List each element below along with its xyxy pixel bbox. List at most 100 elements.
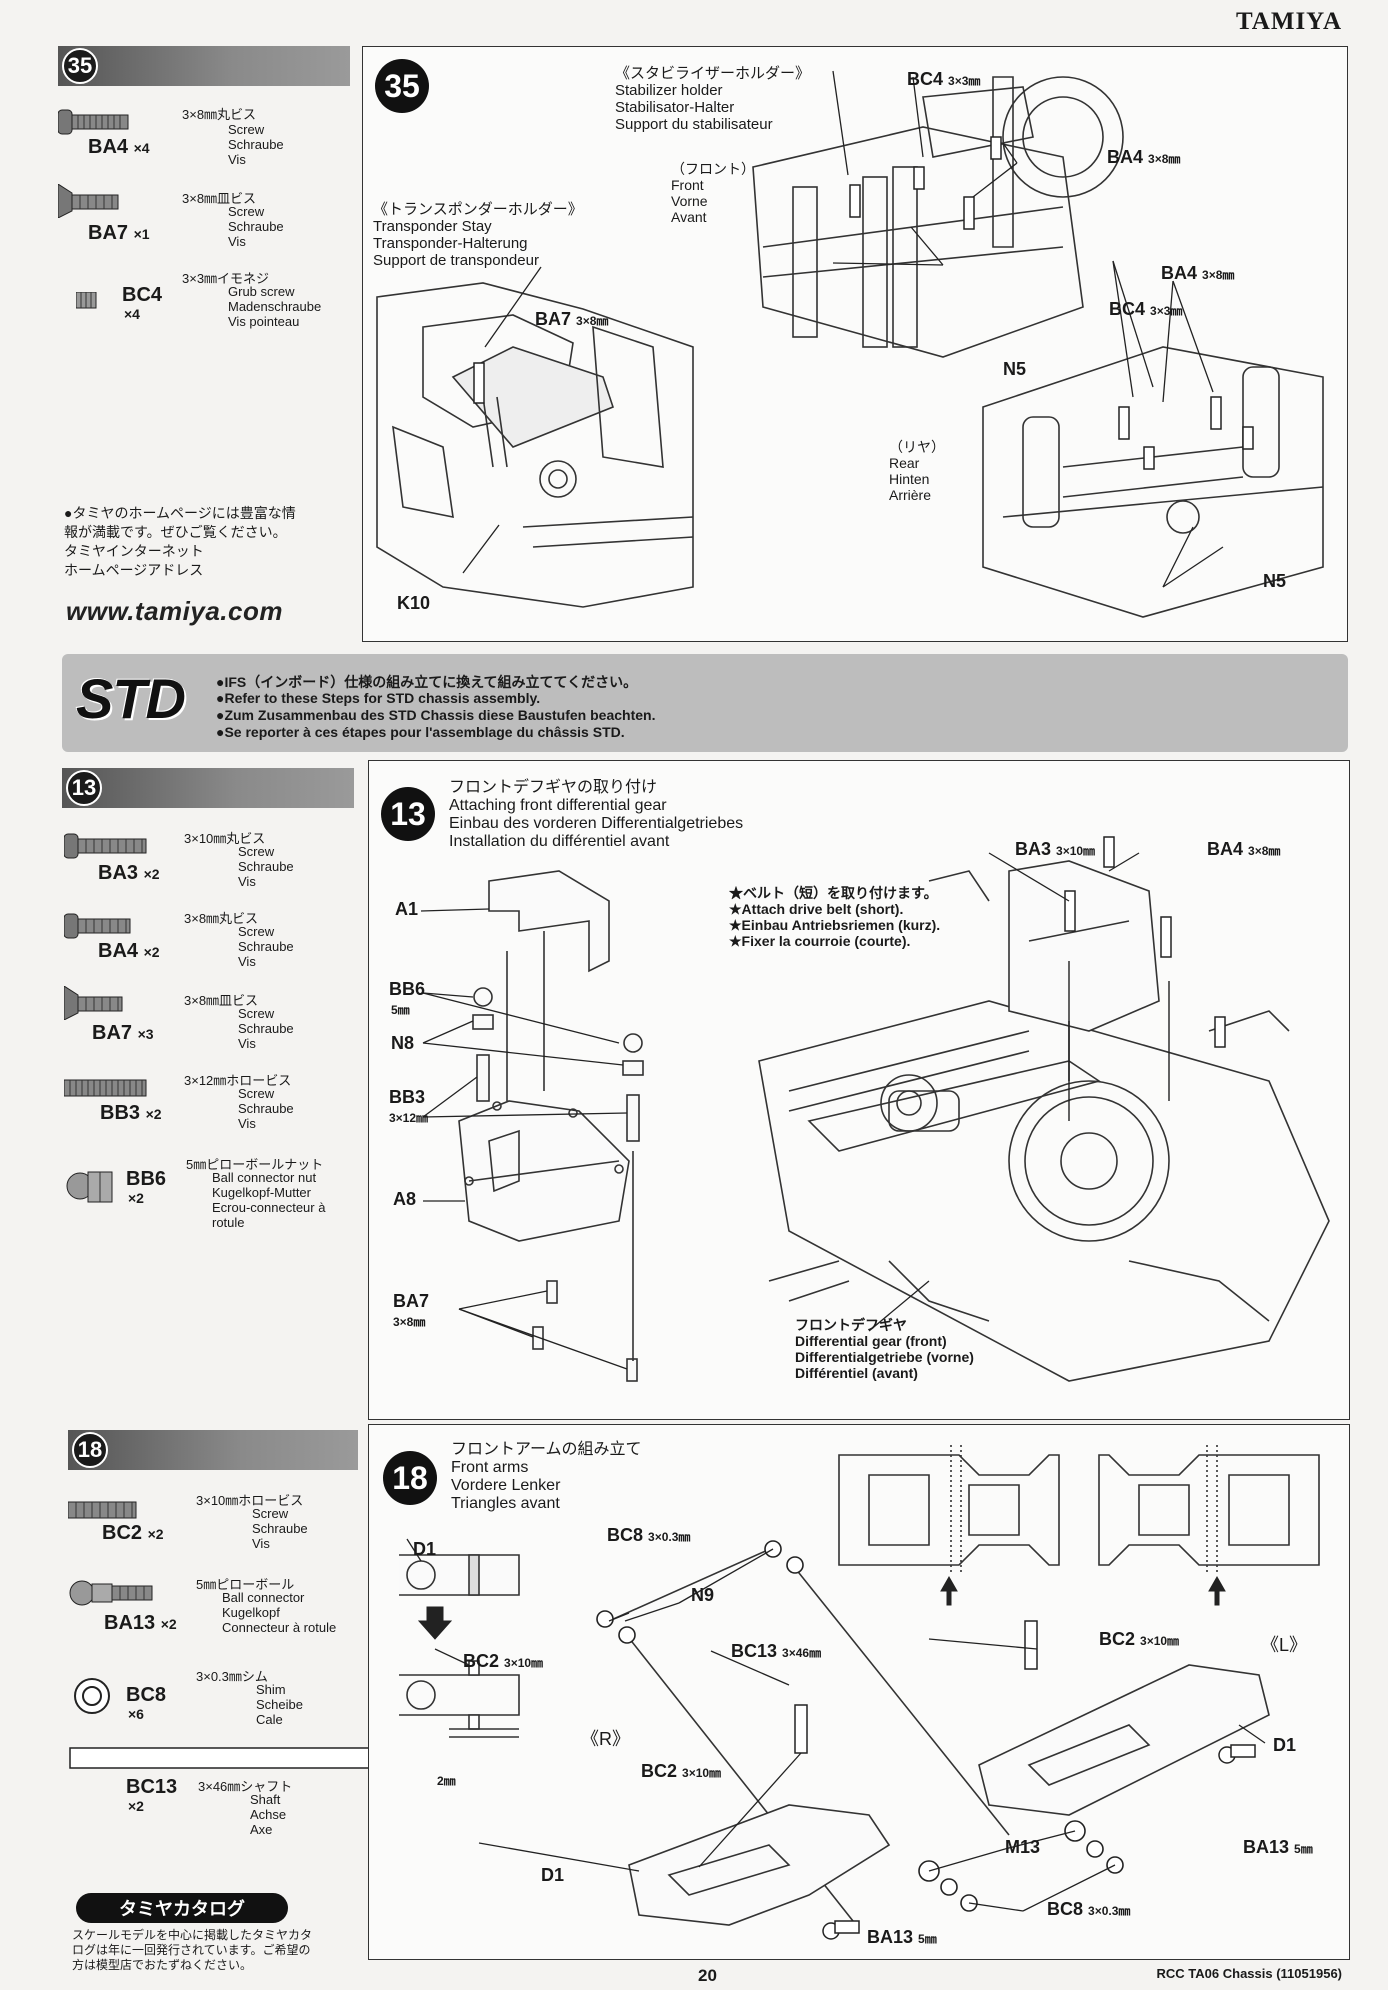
part-fr: Axe	[250, 1822, 273, 1837]
note-line: 報が満載です。ぜひご覧ください。	[64, 524, 287, 540]
label-line: フロントデフギヤ	[795, 1317, 907, 1333]
label-ba4: BA4	[1161, 263, 1198, 283]
label-line: Front	[671, 177, 704, 193]
title-line: Transponder Stay	[373, 218, 492, 235]
grub-screw-icon	[76, 292, 97, 309]
label-line: Rear	[889, 455, 920, 471]
part-fr: Ecrou-connecteur à	[212, 1200, 326, 1215]
note-line: ★Attach drive belt (short).	[729, 901, 904, 917]
title-line: Einbau des vorderen Differentialgetriebe…	[449, 815, 744, 832]
front-label: （フロント） Front Vorne Avant	[671, 161, 755, 225]
website-url[interactable]: www.tamiya.com	[66, 596, 283, 626]
label-bb3-size: 3×12㎜	[389, 1111, 429, 1125]
part-qty: ×2	[160, 1616, 177, 1632]
part-de: Kugelkopf-Mutter	[212, 1185, 311, 1200]
step18-arm-illustration	[399, 1445, 1320, 1940]
flat-head-screw-icon	[58, 184, 119, 218]
title-line: Installation du différentiel avant	[449, 833, 670, 850]
std-line: ●Se reporter à ces étapes pour l'assembl…	[216, 724, 625, 740]
part-qty: ×2	[143, 866, 160, 882]
title-line: Front arms	[451, 1459, 529, 1476]
part-de: Schraube	[238, 939, 294, 954]
part-qty: ×2	[128, 1798, 144, 1814]
label-d1: D1	[1273, 1735, 1297, 1755]
website-note: ●タミヤのホームページには豊富な情 報が満載です。ぜひご覧ください。 タミヤイン…	[64, 504, 296, 580]
step35-big-number: 35	[375, 59, 429, 113]
label-bc4: BC4	[1109, 299, 1146, 319]
hollow-screw-icon	[68, 1501, 137, 1519]
step13-header: 13	[62, 768, 354, 808]
part-fr: Vis	[238, 954, 256, 969]
part-en: Shaft	[250, 1792, 281, 1807]
note-line: 方は模型店でおたずねください。	[72, 1958, 253, 1972]
part-de: Achse	[250, 1807, 287, 1822]
label-right: 《R》	[581, 1729, 630, 1749]
label-bc8-size: 3×0.3㎜	[1088, 1904, 1131, 1918]
part-en: Grub screw	[228, 284, 295, 299]
note-line: スケールモデルを中心に掲載したタミヤカタ	[72, 1928, 313, 1942]
ball-connector-icon	[69, 1580, 153, 1606]
title-line: Support du stabilisateur	[615, 116, 773, 133]
step35-chassis-illustration	[376, 70, 1324, 618]
label-bb6: BB6	[389, 979, 426, 999]
part-qty: ×4	[133, 140, 150, 156]
title-line: フロントデフギヤの取り付け	[449, 779, 658, 796]
std-line: ●Zum Zusammenbau des STD Chassis diese B…	[216, 707, 656, 723]
label-ba4: BA4	[1207, 839, 1244, 859]
label-bc13-size: 3×46㎜	[782, 1646, 822, 1660]
label-ba4: BA4	[1107, 147, 1144, 167]
label-bc8-size: 3×0.3㎜	[648, 1530, 691, 1544]
note-line: タミヤインターネット	[64, 543, 204, 559]
label-bc13: BC13	[731, 1641, 778, 1661]
part-en: Ball connector nut	[212, 1170, 317, 1185]
label-bc2-size: 3×10㎜	[504, 1656, 544, 1670]
part-de: Kugelkopf	[222, 1605, 280, 1620]
brand-logo: TAMIYA	[1235, 8, 1342, 35]
step13-diagram: 13 フロントデフギヤの取り付け Attaching front differe…	[368, 760, 1350, 1420]
label-bc2: BC2	[463, 1651, 500, 1671]
title-line: フロントアームの組み立て	[451, 1441, 642, 1458]
label-m13: M13	[1005, 1837, 1041, 1857]
step18-big-number: 18	[383, 1451, 437, 1505]
round-head-screw-icon	[64, 913, 131, 939]
note-line: ホームページアドレス	[64, 562, 204, 578]
label-ba13-size: 5㎜	[918, 1932, 937, 1946]
part-code: BA3	[98, 862, 139, 884]
note-line: ★Fixer la courroie (courte).	[729, 933, 911, 949]
part-fr: Vis	[238, 874, 256, 889]
label-ba4-size: 3×8㎜	[1148, 152, 1181, 166]
part-fr: Connecteur à rotule	[222, 1620, 337, 1635]
part-jp: 3×8㎜皿ビス	[184, 993, 259, 1008]
shim-icon	[74, 1678, 110, 1714]
note-line: ★ベルト（短）を取り付けます。	[729, 885, 938, 901]
label-a1: A1	[395, 899, 419, 919]
std-line: ●Refer to these Steps for STD chassis as…	[216, 690, 541, 706]
part-en: Screw	[238, 844, 275, 859]
part-de: Schraube	[228, 219, 284, 234]
part-qty: ×3	[137, 1026, 154, 1042]
part-fr: Vis	[238, 1116, 256, 1131]
title-line: Transponder-Halterung	[373, 235, 528, 252]
label-n5: N5	[1003, 359, 1027, 379]
part-de: Schraube	[238, 1101, 294, 1116]
hollow-screw-icon	[64, 1079, 147, 1097]
title-line: Support de transpondeur	[373, 252, 539, 269]
part-code: BA4	[88, 136, 129, 158]
part-de: Madenschraube	[228, 299, 322, 314]
ball-nut-icon	[66, 1171, 113, 1203]
title-line: Triangles avant	[451, 1495, 560, 1512]
round-head-screw-icon	[64, 833, 147, 859]
part-de: Scheibe	[256, 1697, 303, 1712]
label-ba3: BA3	[1015, 839, 1052, 859]
label-line: Différentiel (avant)	[795, 1365, 918, 1381]
transponder-stay-title: 《トランスポンダーホルダー》 Transponder Stay Transpon…	[373, 201, 583, 269]
part-code: BA7	[88, 222, 129, 244]
part-qty: ×2	[128, 1190, 144, 1206]
note-line: ●タミヤのホームページには豊富な情	[64, 505, 296, 521]
step35-header: 35	[58, 46, 350, 86]
part-fr: Vis	[228, 234, 246, 249]
part-qty: ×2	[145, 1106, 162, 1122]
label-bc8: BC8	[607, 1525, 644, 1545]
label-bb3: BB3	[389, 1087, 426, 1107]
label-n9: N9	[691, 1585, 715, 1605]
